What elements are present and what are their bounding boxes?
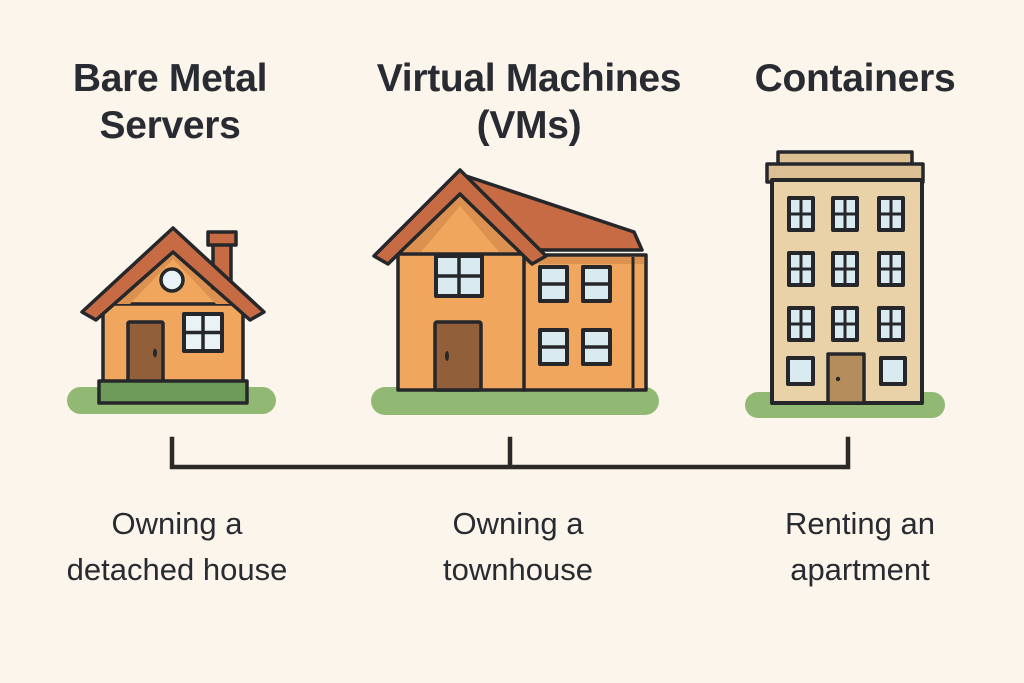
- townhouse-illustration: [368, 166, 662, 418]
- title-virtual-machines: Virtual Machines (VMs): [349, 55, 709, 149]
- front-door: [433, 320, 483, 392]
- gable-roof: [372, 168, 548, 266]
- title-line: Servers: [99, 104, 241, 147]
- window-mullions: [185, 315, 221, 350]
- ground-floor-window: [879, 356, 907, 386]
- label-container-analogy: Renting an apartment: [680, 501, 1024, 593]
- detached-house-illustration: [64, 226, 278, 416]
- ground-floor-window: [786, 356, 815, 386]
- title-line: Bare Metal: [72, 57, 268, 100]
- label-line: detached house: [66, 552, 288, 587]
- title-containers: Containers: [675, 55, 1024, 102]
- door-handle: [153, 348, 157, 358]
- foundation: [97, 379, 249, 405]
- ground-patch: [371, 387, 659, 415]
- window-grid: [787, 196, 905, 342]
- comparison-bracket: [158, 433, 862, 477]
- bracket-line: [169, 436, 851, 470]
- window-mullions: [437, 257, 481, 295]
- gable-shadow: [404, 188, 516, 252]
- label-vm-analogy: Owning a townhouse: [338, 501, 698, 593]
- label-line: Owning a: [111, 506, 243, 541]
- label-line: apartment: [790, 552, 930, 587]
- entrance-door: [826, 352, 866, 405]
- title-line: Containers: [754, 57, 956, 100]
- title-line: Virtual Machines: [376, 57, 682, 100]
- apartment-building-illustration: [743, 148, 947, 420]
- label-line: Renting an: [785, 506, 935, 541]
- gable-roof: [80, 226, 266, 322]
- round-window: [159, 267, 185, 293]
- title-line: (VMs): [476, 104, 582, 147]
- door-handle: [835, 376, 841, 382]
- eave-shadow: [525, 257, 644, 264]
- chimney-cap: [206, 230, 238, 247]
- label-line: townhouse: [443, 552, 593, 587]
- label-line: Owning a: [452, 506, 584, 541]
- label-bare-metal-analogy: Owning a detached house: [0, 501, 357, 593]
- title-bare-metal-servers: Bare Metal Servers: [0, 55, 350, 149]
- door-handle: [445, 351, 449, 361]
- gable-shadow: [112, 240, 234, 304]
- front-door: [126, 320, 165, 385]
